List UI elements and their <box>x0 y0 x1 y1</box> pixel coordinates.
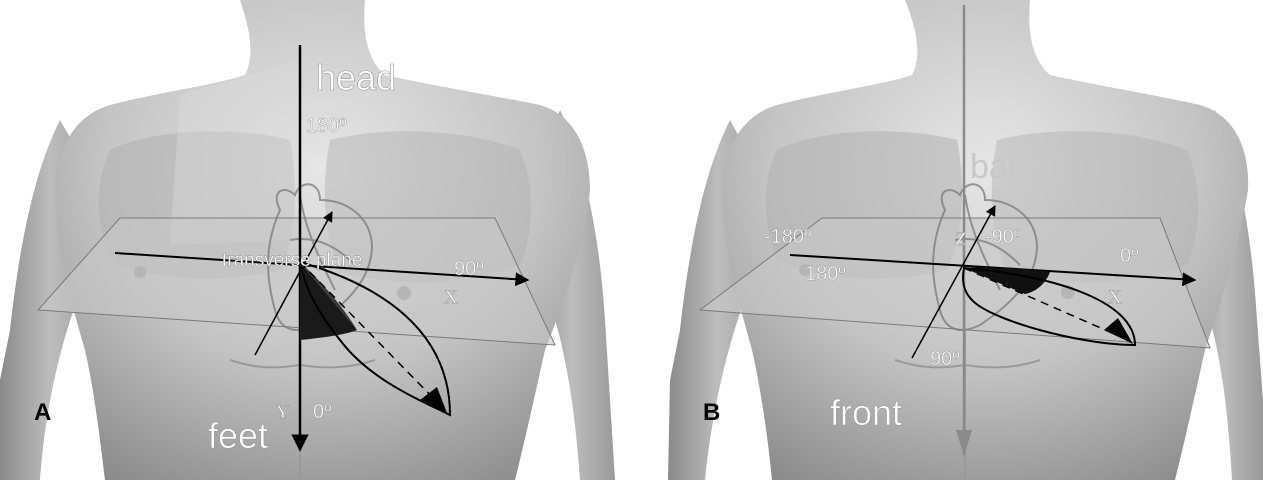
shoulder-plate-a <box>170 60 300 245</box>
label-y-a: Y <box>276 402 290 423</box>
label-z-b: Z <box>955 229 967 250</box>
panel-label-a: A <box>34 399 51 426</box>
label-180-a: 180º <box>306 115 347 137</box>
label-0-b: 0º <box>1120 245 1139 267</box>
label-back: back <box>970 148 1043 186</box>
label-90-b: 90º <box>930 348 960 370</box>
label-0-a: 0º <box>313 401 332 423</box>
label-plane: transverse plane <box>222 250 362 271</box>
label-neg180-b: -180º <box>764 226 812 248</box>
label-180-b: 180º <box>805 263 846 285</box>
label-front: front <box>830 392 902 433</box>
panel-b: back -180º Z -90º 180º 0º X 90º front B <box>668 0 1263 480</box>
label-x-a: X <box>444 287 458 308</box>
label-90-a: 90º <box>454 258 484 280</box>
panel-label-b: B <box>703 399 720 426</box>
label-x-b: X <box>1108 287 1122 308</box>
label-neg90-b: -90º <box>985 226 1022 248</box>
label-feet: feet <box>208 415 268 456</box>
label-head: head <box>316 57 396 98</box>
panel-a: head 180º transverse plane 90º X Y 0º fe… <box>0 0 615 480</box>
